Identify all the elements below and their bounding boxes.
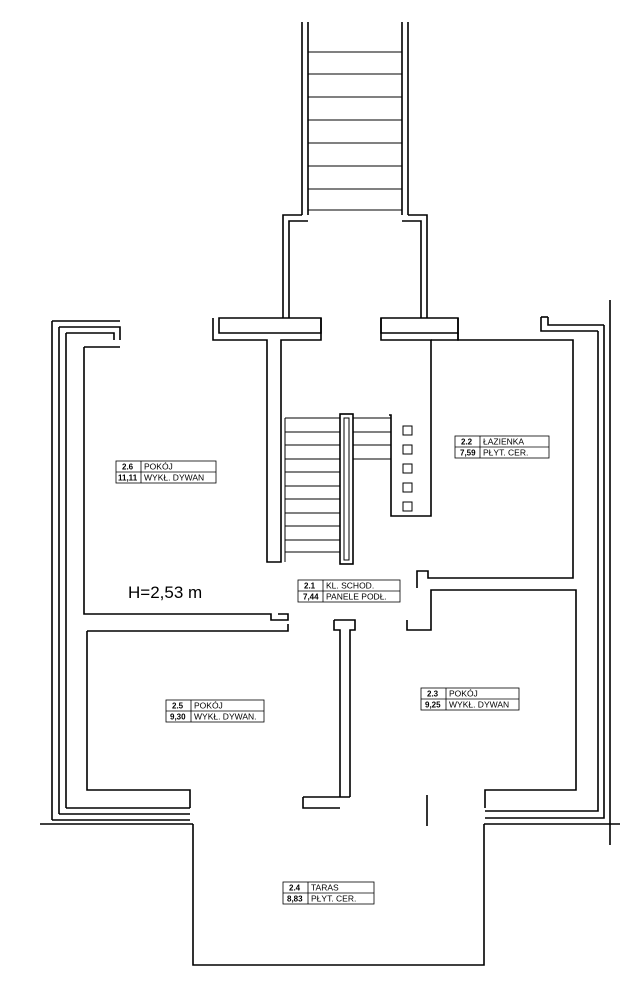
- outer-stair: [282, 22, 428, 318]
- stair-boxes: [402, 425, 413, 512]
- interior-walls: [83, 317, 577, 826]
- room-label-2-2: 2.2 7,59 ŁAZIENKA PŁYT. CER.: [454, 435, 550, 459]
- room-label-2-3: 2.3 9,25 POKÓJ WYKŁ. DYWAN: [420, 687, 520, 711]
- room-area: 7,59: [460, 449, 476, 458]
- room-name: ŁAZIENKA: [483, 437, 524, 447]
- room-area: 8,83: [287, 895, 303, 904]
- room-id: 2.1: [304, 582, 316, 591]
- room-name: KL. SCHOD.: [326, 581, 374, 591]
- room-area: 7,44: [303, 593, 319, 602]
- room-name: POKÓJ: [449, 689, 478, 699]
- room-finish: WYKŁ. DYWAN: [144, 473, 204, 483]
- room-label-2-6: 2.6 11,11 POKÓJ WYKŁ. DYWAN: [115, 460, 217, 484]
- room-id: 2.6: [122, 463, 134, 472]
- room-area: 11,11: [118, 474, 138, 483]
- outer-walls: [51, 300, 611, 845]
- room-label-2-4: 2.4 8,83 TARAS PŁYT. CER.: [282, 881, 375, 905]
- terrace-outline: [40, 823, 620, 966]
- room-id: 2.4: [289, 884, 301, 893]
- room-name: POKÓJ: [144, 462, 173, 472]
- room-finish: WYKŁ. DYWAN.: [194, 712, 257, 722]
- height-label: H=2,53 m: [128, 583, 202, 602]
- inner-stair: [284, 413, 413, 565]
- room-area: 9,25: [425, 701, 441, 710]
- room-area: 9,30: [170, 713, 186, 722]
- room-id: 2.3: [427, 690, 439, 699]
- room-finish: WYKŁ. DYWAN: [449, 700, 509, 710]
- room-label-2-5: 2.5 9,30 POKÓJ WYKŁ. DYWAN.: [165, 699, 265, 723]
- room-id: 2.5: [172, 702, 184, 711]
- room-finish: PŁYT. CER.: [311, 894, 356, 904]
- room-finish: PANELE PODŁ.: [326, 592, 387, 602]
- room-name: POKÓJ: [194, 701, 223, 711]
- room-label-2-1: 2.1 7,44 KL. SCHOD. PANELE PODŁ.: [297, 579, 401, 603]
- room-name: TARAS: [311, 883, 339, 893]
- room-id: 2.2: [461, 438, 473, 447]
- room-finish: PŁYT. CER.: [483, 448, 528, 458]
